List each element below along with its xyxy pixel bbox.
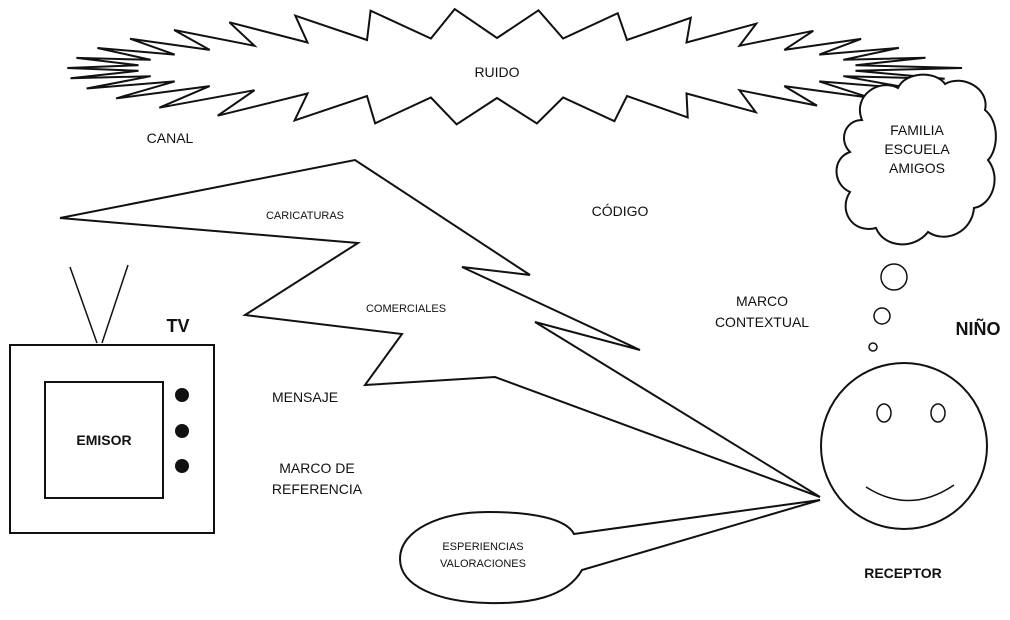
thought-line2: ESCUELA bbox=[884, 141, 950, 157]
marco-referencia-line2: REFERENCIA bbox=[272, 481, 363, 497]
tv-screen bbox=[44, 381, 164, 499]
thought-line3: AMIGOS bbox=[889, 160, 945, 176]
tv-label: TV bbox=[166, 316, 189, 336]
ruido-burst-shape bbox=[67, 7, 963, 126]
mensaje-label: MENSAJE bbox=[272, 389, 338, 405]
receptor-face bbox=[820, 362, 988, 530]
thought-line1: FAMILIA bbox=[890, 122, 944, 138]
lightning-bolt-shape bbox=[59, 158, 821, 498]
tv-antenna-left bbox=[69, 266, 98, 344]
speech-line1: ESPERIENCIAS bbox=[442, 541, 523, 553]
face-outline bbox=[820, 362, 988, 530]
nino-label: NIÑO bbox=[956, 318, 1001, 339]
thought-bubble-large bbox=[880, 263, 908, 291]
thought-bubble-small bbox=[868, 342, 878, 352]
ruido-label: RUIDO bbox=[474, 64, 519, 80]
face-smile bbox=[865, 484, 955, 502]
thought-bubble-medium bbox=[873, 307, 891, 325]
emisor-label: EMISOR bbox=[76, 432, 131, 448]
marco-contextual-line1: MARCO bbox=[736, 293, 788, 309]
tv-knob-2 bbox=[175, 424, 189, 438]
receptor-label: RECEPTOR bbox=[864, 565, 942, 581]
canal-label: CANAL bbox=[147, 130, 194, 146]
tv-knob-1 bbox=[175, 388, 189, 402]
face-eye-right bbox=[930, 403, 946, 423]
marco-contextual-line2: CONTEXTUAL bbox=[715, 314, 809, 330]
tv-set: EMISOR bbox=[9, 264, 215, 534]
speech-line2: VALORACIONES bbox=[440, 558, 526, 570]
tv-knob-3 bbox=[175, 459, 189, 473]
face-eye-left bbox=[876, 403, 892, 423]
tv-antenna-right bbox=[101, 264, 129, 344]
comerciales-label: COMERCIALES bbox=[366, 303, 446, 315]
marco-referencia-line1: MARCO DE bbox=[279, 460, 354, 476]
codigo-label: CÓDIGO bbox=[592, 203, 649, 219]
caricaturas-label: CARICATURAS bbox=[266, 210, 344, 222]
thought-cloud-shape bbox=[835, 73, 997, 246]
speech-bubble-shape bbox=[398, 499, 821, 605]
